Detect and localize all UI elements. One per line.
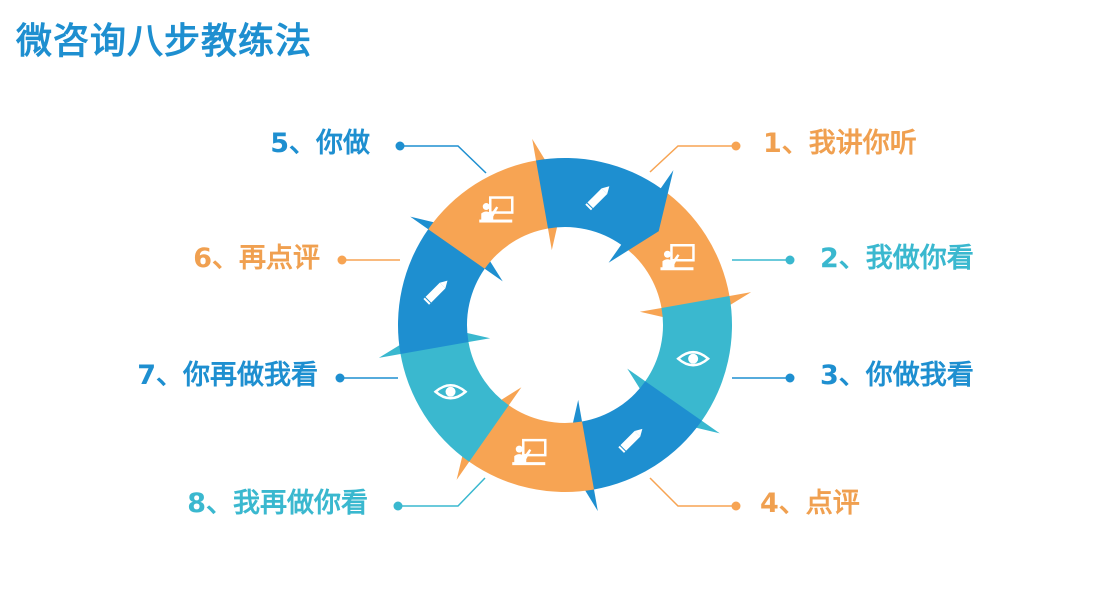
presentation-board-icon bbox=[512, 438, 547, 466]
step-5-connector-line bbox=[398, 477, 486, 507]
eye-icon bbox=[433, 384, 468, 400]
cycle-arrows bbox=[378, 138, 752, 512]
presentation-board-icon bbox=[660, 243, 695, 271]
step-8-arrow bbox=[536, 158, 674, 263]
page-title: 微咨询八步教练法 bbox=[16, 21, 313, 62]
step-4-label: 4、点评 bbox=[760, 488, 860, 519]
step-7-connector-dot bbox=[337, 255, 347, 265]
step-6-connector-dot bbox=[335, 373, 345, 383]
step-4-connector-dot bbox=[731, 501, 741, 511]
step-7-label: 7、你再做我看 bbox=[137, 360, 318, 391]
step-3-arrow bbox=[565, 381, 702, 512]
step-4-connector-line bbox=[649, 477, 736, 507]
step-3-connector-dot bbox=[785, 373, 795, 383]
step-8-connector-dot bbox=[395, 141, 405, 151]
step-icons bbox=[423, 186, 711, 466]
label-connectors bbox=[335, 141, 795, 511]
step-5-arrow bbox=[378, 325, 509, 462]
step-7-arrow bbox=[428, 138, 565, 269]
step-1-connector-line bbox=[649, 145, 736, 173]
step-2-label: 2、我做你看 bbox=[820, 243, 974, 274]
presentation-board-icon bbox=[479, 196, 514, 223]
step-6-label: 6、再点评 bbox=[193, 243, 320, 274]
step-1-label: 1、我讲你听 bbox=[763, 128, 917, 159]
pencil-icon bbox=[423, 280, 448, 305]
step-5-label: 5、你做 bbox=[270, 128, 370, 159]
step-8-connector-line bbox=[400, 145, 487, 174]
step-5-connector-dot bbox=[393, 501, 403, 511]
pencil-icon bbox=[618, 428, 643, 453]
step-2-connector-dot bbox=[785, 255, 795, 265]
step-3-label: 3、你做我看 bbox=[820, 360, 974, 391]
pencil-icon bbox=[585, 186, 610, 211]
eye-icon bbox=[676, 350, 711, 367]
step-8-label: 8、我再做你看 bbox=[187, 488, 368, 519]
step-1-connector-dot bbox=[731, 141, 741, 151]
